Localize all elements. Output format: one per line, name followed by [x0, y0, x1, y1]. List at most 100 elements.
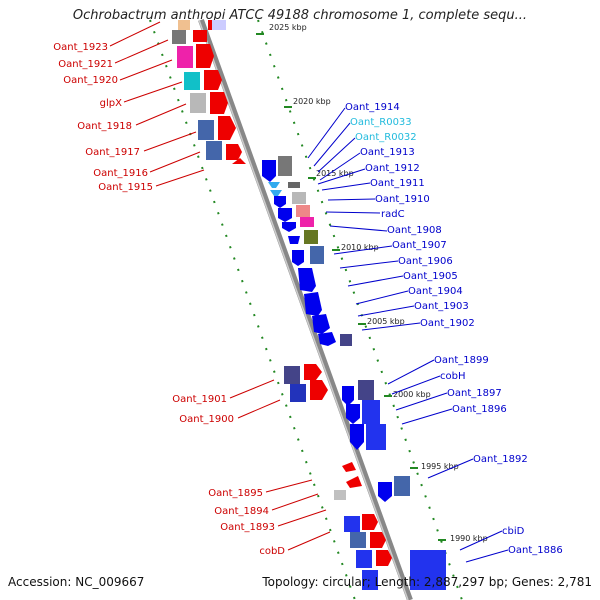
left-connectors — [109, 21, 331, 551]
map-title: Ochrobactrum anthropi ATCC 49188 chromos… — [72, 8, 528, 23]
gene-feature — [290, 384, 306, 402]
gene-label: Oant_1902 — [420, 318, 475, 329]
gene-label: cobD — [259, 546, 285, 557]
gene-feature — [366, 424, 386, 450]
gene-label: Oant_1918 — [77, 121, 132, 132]
gene-feature — [278, 208, 292, 222]
gene-feature — [177, 46, 193, 68]
gene-feature — [344, 516, 360, 532]
gene-feature — [304, 230, 318, 244]
gene-feature — [196, 44, 214, 68]
gene-label: Oant_1892 — [473, 454, 528, 465]
gene-feature — [304, 292, 322, 316]
gene-label: Oant_R0033 — [350, 117, 412, 128]
kbp-tick-label: 2020 kbp — [293, 97, 331, 106]
gene-feature — [270, 190, 282, 196]
gene-feature — [310, 380, 328, 400]
gene-label: Oant_1895 — [208, 488, 263, 499]
gene-feature — [378, 482, 392, 502]
gene-feature — [370, 532, 386, 548]
gene-feature — [410, 550, 428, 590]
gene-feature — [362, 514, 378, 530]
chromosome-backbone — [198, 18, 413, 600]
topology-label: Topology: circular; Length: 2,887,297 bp… — [262, 575, 592, 589]
gene-feature — [342, 386, 354, 406]
gene-feature — [296, 205, 310, 217]
gene-label: Oant_1913 — [360, 147, 415, 158]
gene-feature — [428, 550, 446, 590]
gene-feature — [350, 424, 364, 450]
kbp-tick-label: 1995 kbp — [421, 462, 459, 471]
gene-feature — [278, 156, 292, 176]
gene-feature — [218, 116, 236, 140]
gene-feature — [310, 246, 324, 264]
gene-label: Oant_1911 — [370, 178, 425, 189]
gene-label: Oant_1904 — [408, 286, 463, 297]
gene-label: Oant_R0032 — [355, 132, 417, 143]
gene-feature — [184, 72, 200, 90]
gene-label: Oant_1920 — [63, 75, 118, 86]
gene-feature — [206, 141, 222, 160]
plus-strand-features — [212, 20, 446, 590]
gene-feature — [292, 250, 304, 266]
gene-feature — [376, 550, 392, 566]
gene-feature — [172, 30, 186, 44]
gene-label: cbiD — [502, 526, 525, 537]
gene-label: radC — [381, 209, 405, 220]
gene-feature — [340, 334, 352, 346]
kbp-tick-label: 2000 kbp — [393, 390, 431, 399]
gene-feature — [318, 332, 336, 346]
gene-feature — [204, 70, 222, 90]
right-connectors — [307, 107, 509, 563]
gene-label: Oant_1886 — [508, 545, 563, 556]
gene-label: Oant_1916 — [93, 168, 148, 179]
kbp-tick-label: 2010 kbp — [341, 243, 379, 252]
gene-feature — [262, 160, 276, 182]
gene-label: cobH — [440, 371, 465, 382]
accession-label: Accession: NC_009667 — [8, 575, 145, 589]
gene-feature — [178, 20, 190, 30]
kbp-tick-label: 2025 kbp — [269, 23, 307, 32]
gene-feature — [274, 196, 286, 208]
kbp-tick-label: 2005 kbp — [367, 317, 405, 326]
gene-label: Oant_1915 — [98, 182, 153, 193]
gene-feature — [346, 404, 360, 424]
gene-feature — [282, 222, 296, 232]
kbp-tick-label: 2015 kbp — [316, 169, 354, 178]
gene-feature — [212, 20, 226, 30]
gene-feature — [232, 158, 246, 164]
gene-label: Oant_1907 — [392, 240, 447, 251]
gene-feature — [288, 236, 300, 244]
gene-feature — [394, 476, 410, 496]
gene-feature — [226, 144, 242, 160]
gene-feature — [292, 192, 306, 204]
gene-feature — [284, 366, 300, 384]
gene-label: Oant_1923 — [53, 42, 108, 53]
gene-feature — [346, 476, 362, 488]
gene-label: Oant_1894 — [214, 506, 269, 517]
gene-label: Oant_1906 — [398, 256, 453, 267]
gene-label: Oant_1912 — [365, 163, 420, 174]
gene-label: Oant_1893 — [220, 522, 275, 533]
gene-label: Oant_1908 — [387, 225, 442, 236]
gene-feature — [298, 268, 316, 292]
gene-feature — [358, 380, 374, 400]
gene-feature — [362, 570, 378, 590]
gene-label: Oant_1905 — [403, 271, 458, 282]
minus-strand-features — [172, 20, 392, 590]
gene-feature — [334, 490, 346, 500]
gene-label: Oant_1900 — [179, 414, 234, 425]
kbp-ticks: 2025 kbp 2020 kbp 2015 kbp 2010 kbp 2005… — [256, 23, 488, 543]
gene-feature — [198, 120, 214, 140]
gene-label: Oant_1899 — [434, 355, 489, 366]
gene-feature — [268, 182, 280, 188]
gene-feature — [312, 314, 330, 334]
gene-label: Oant_1914 — [345, 102, 400, 113]
gene-label: glpX — [100, 98, 122, 109]
kbp-tick-label: 1990 kbp — [450, 534, 488, 543]
gene-feature — [342, 462, 356, 472]
gene-label: Oant_1917 — [85, 147, 140, 158]
gene-feature — [193, 30, 207, 42]
gene-label: Oant_1910 — [375, 194, 430, 205]
